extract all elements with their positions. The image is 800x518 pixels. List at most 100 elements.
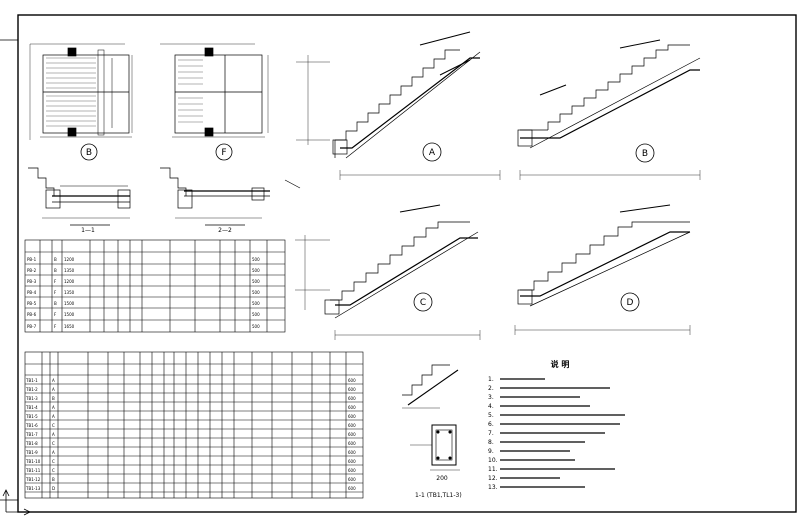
small-row-value: 1350 <box>64 290 75 295</box>
big-row-last: 600 <box>348 405 356 410</box>
big-row-last: 600 <box>348 414 356 419</box>
note-item: 5. <box>488 412 494 419</box>
small-row-last: 500 <box>252 290 260 295</box>
small-row-last: 500 <box>252 279 260 284</box>
small-row-last: 500 <box>252 257 260 262</box>
note-item: 3. <box>488 394 494 401</box>
note-item: 12. <box>488 475 498 482</box>
detail-drawing <box>402 364 460 471</box>
note-item: 9. <box>488 448 494 455</box>
notes-list: 1. 2. 3. 4. 5. 6. 7. 8. 9. 10. 11. 12. 1… <box>488 376 498 491</box>
small-row-type: F <box>54 279 57 284</box>
big-row-label: TB1-6 <box>25 423 38 428</box>
big-row-last: 600 <box>348 378 356 383</box>
small-row-value: 1200 <box>64 279 75 284</box>
big-row-last: 600 <box>348 486 356 491</box>
big-row-type: C <box>52 468 55 473</box>
big-row-last: 600 <box>348 396 356 401</box>
elevation-b-label: B <box>642 149 648 159</box>
small-row-label: PB-4 <box>27 290 37 295</box>
detail-dim: 200 <box>436 475 448 482</box>
big-row-label: TB1-10 <box>25 459 41 464</box>
small-row-value: 1200 <box>64 257 75 262</box>
notes-title: 说 明 <box>551 359 570 369</box>
big-row-type: D <box>52 486 55 491</box>
section-left-label: 1—1 <box>81 227 95 234</box>
detail-caption: 1-1 (TB1,TL1-3) <box>415 492 462 499</box>
small-row-value: 1500 <box>64 312 75 317</box>
big-row-last: 600 <box>348 387 356 392</box>
small-row-label: PB-7 <box>27 324 37 329</box>
big-row-last: 600 <box>348 477 356 482</box>
big-row-type: C <box>52 459 55 464</box>
small-row-type: B <box>54 268 57 273</box>
big-row-label: TB1-11 <box>25 468 41 473</box>
section-left <box>28 167 131 226</box>
small-row-type: B <box>54 257 57 262</box>
big-row-label: TB1-1 <box>25 378 38 383</box>
big-row-label: TB1-7 <box>25 432 38 437</box>
plan-b-label: B <box>86 148 92 158</box>
small-row-last: 500 <box>252 301 260 306</box>
elevation-c <box>295 204 481 340</box>
small-row-last: 500 <box>252 312 260 317</box>
small-row-last: 500 <box>252 268 260 273</box>
big-row-type: A <box>52 387 55 392</box>
ucs-icon <box>2 489 31 516</box>
small-row-type: F <box>54 290 57 295</box>
big-row-type: A <box>52 405 55 410</box>
big-row-type: C <box>52 441 55 446</box>
plan-f <box>160 43 269 161</box>
small-row-label: PB-3 <box>27 279 37 284</box>
big-row-label: TB1-13 <box>25 486 41 491</box>
note-item: 13. <box>488 484 498 491</box>
big-table <box>24 351 364 499</box>
section-right-label: 2—2 <box>218 227 232 234</box>
small-row-last: 500 <box>252 324 260 329</box>
big-row-type: A <box>52 432 55 437</box>
elevation-b <box>517 39 701 180</box>
big-row-last: 600 <box>348 450 356 455</box>
small-row-label: PB-5 <box>27 301 37 306</box>
note-item: 6. <box>488 421 494 428</box>
big-row-label: TB1-5 <box>25 414 38 419</box>
note-item: 8. <box>488 439 494 446</box>
elevation-c-label: C <box>420 298 426 308</box>
frame <box>0 14 797 513</box>
elevation-a-label: A <box>429 148 436 158</box>
big-row-label: TB1-4 <box>25 405 38 410</box>
big-row-label: TB1-3 <box>25 396 38 401</box>
big-row-last: 600 <box>348 468 356 473</box>
small-row-type: F <box>54 312 57 317</box>
big-row-type: B <box>52 477 55 482</box>
big-row-type: A <box>52 450 55 455</box>
small-row-label: PB-1 <box>27 257 37 262</box>
big-row-last: 600 <box>348 441 356 446</box>
plan-b <box>29 43 133 161</box>
note-item: 11. <box>488 466 498 473</box>
note-item: 2. <box>488 385 494 392</box>
small-row-value: 1650 <box>64 324 75 329</box>
elevation-d-label: D <box>627 298 634 308</box>
big-row-label: TB1-9 <box>25 450 38 455</box>
elevation-a <box>296 31 501 180</box>
big-table-rows: TB1-1 TB1-2 TB1-3 TB1-4 TB1-5 TB1-6 TB1-… <box>25 378 356 491</box>
note-item: 7. <box>488 430 494 437</box>
elevation-d <box>514 204 691 335</box>
big-row-label: TB1-8 <box>25 441 38 446</box>
small-row-label: PB-6 <box>27 312 37 317</box>
big-row-label: TB1-2 <box>25 387 38 392</box>
small-row-label: PB-2 <box>27 268 37 273</box>
big-row-type: A <box>52 414 55 419</box>
big-row-type: B <box>52 396 55 401</box>
section-right <box>160 167 301 226</box>
small-row-type: F <box>54 324 57 329</box>
small-row-value: 1500 <box>64 301 75 306</box>
big-row-last: 600 <box>348 459 356 464</box>
plan-f-label: F <box>221 148 226 158</box>
big-row-last: 600 <box>348 432 356 437</box>
small-table <box>24 239 286 333</box>
big-row-label: TB1-12 <box>25 477 41 482</box>
note-item: 10. <box>488 457 498 464</box>
